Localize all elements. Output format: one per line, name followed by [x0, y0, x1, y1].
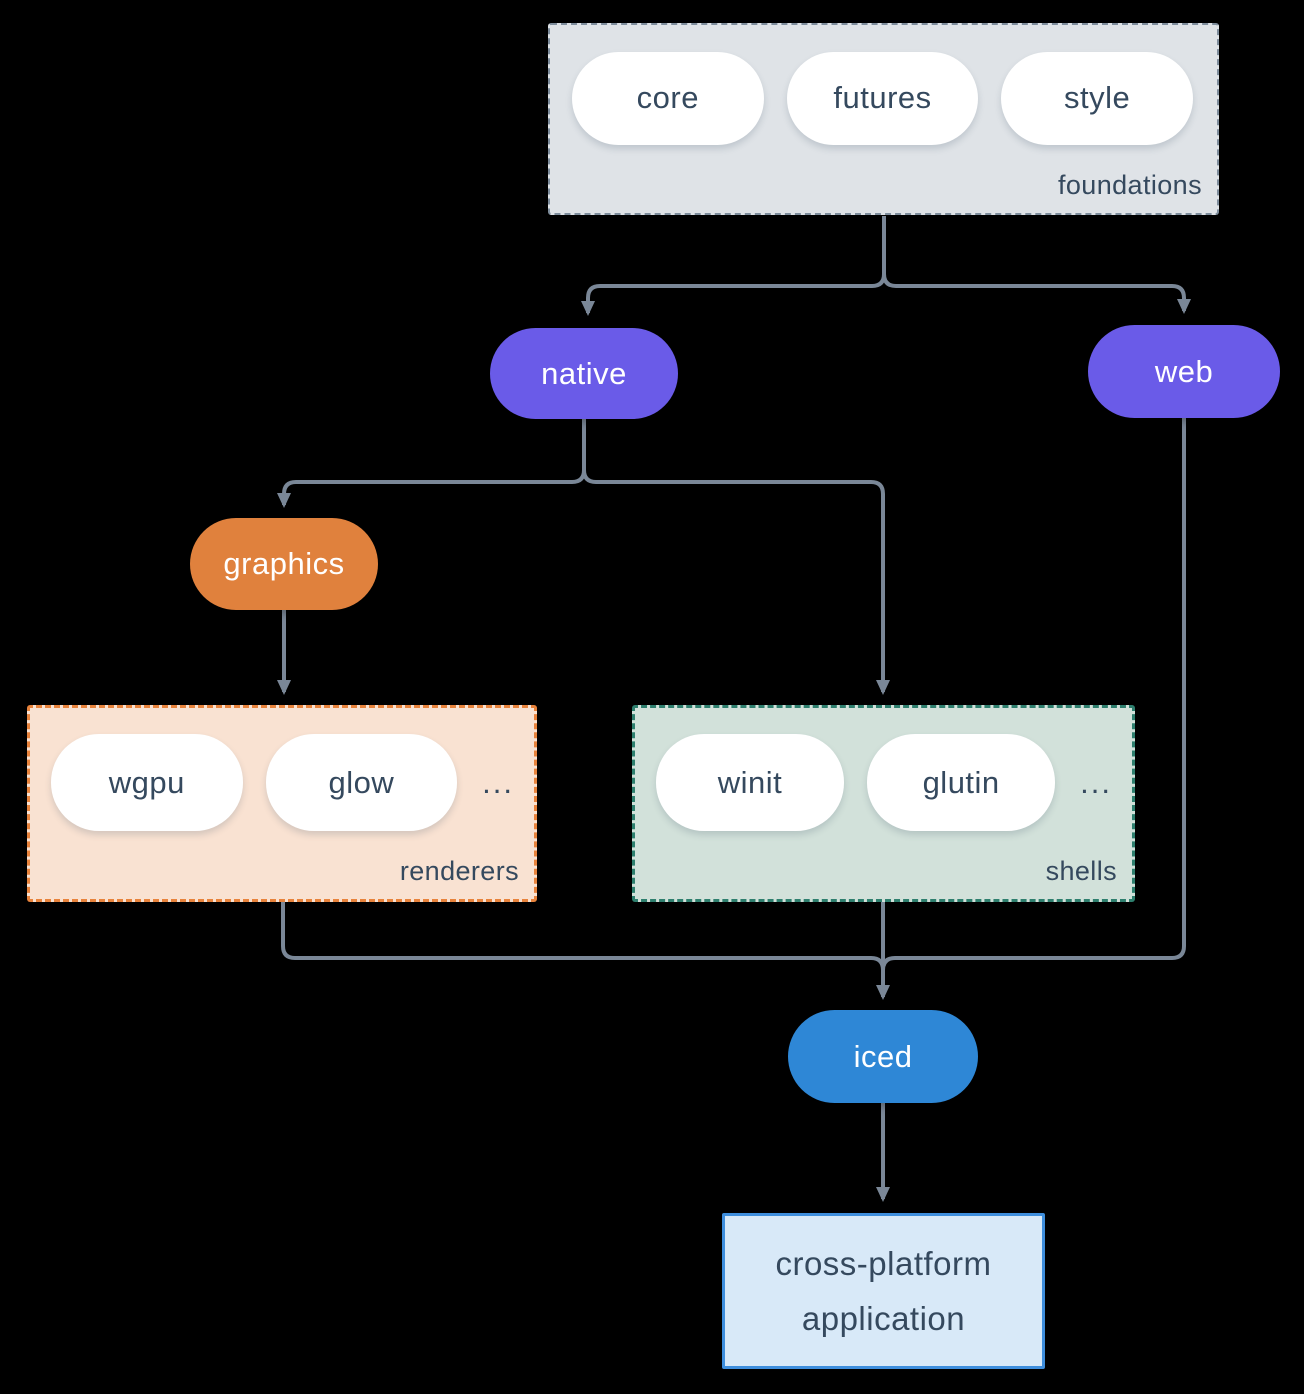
graphics-node-label: graphics — [223, 546, 345, 581]
foundations-group: core futures style foundations — [548, 23, 1219, 215]
pill-glutin-label: glutin — [922, 764, 1000, 800]
native-node-label: native — [541, 355, 627, 391]
connector-native-to-shells — [582, 419, 890, 695]
application-line1: cross-platform — [775, 1244, 992, 1282]
foundations-group-label: foundations — [1057, 170, 1202, 200]
iced-node: iced — [788, 1010, 978, 1103]
web-node-label: web — [1154, 353, 1214, 389]
pill-glutin: glutin — [867, 734, 1056, 831]
pill-glow-label: glow — [328, 764, 395, 800]
connector-foundations-to-native — [581, 216, 886, 316]
pill-futures-label: futures — [833, 80, 932, 115]
foundations-pill-row: core futures style — [550, 25, 1217, 213]
pill-core-label: core — [636, 80, 699, 115]
pill-wgpu-label: wgpu — [108, 764, 185, 800]
pill-style-label: style — [1064, 80, 1131, 115]
shells-ellipsis: ... — [1080, 764, 1112, 800]
shells-group-label: shells — [1045, 856, 1117, 886]
renderers-group-label: renderers — [399, 856, 519, 886]
native-node: native — [490, 328, 678, 419]
pill-winit-label: winit — [717, 764, 783, 800]
pill-winit: winit — [656, 734, 845, 831]
graphics-node: graphics — [190, 518, 378, 610]
pill-style: style — [1001, 51, 1194, 145]
application-node: cross-platform application — [722, 1213, 1045, 1369]
shells-pill-row: winit glutin ... — [635, 708, 1132, 899]
pill-wgpu: wgpu — [51, 734, 243, 831]
shells-group: winit glutin ... shells — [632, 705, 1135, 902]
connector-native-to-graphics — [277, 419, 586, 508]
pill-core: core — [572, 51, 764, 145]
renderers-pill-row: wgpu glow ... — [30, 708, 534, 899]
web-node: web — [1088, 325, 1280, 418]
pill-futures: futures — [786, 51, 979, 145]
connector-foundations-to-web — [882, 216, 1191, 314]
connector-renderers-to-merge — [281, 902, 885, 971]
application-line2: application — [801, 1300, 966, 1337]
renderers-ellipsis: ... — [482, 764, 514, 800]
iced-node-label: iced — [853, 1038, 913, 1074]
pill-glow: glow — [265, 734, 458, 831]
renderers-group: wgpu glow ... renderers — [27, 705, 537, 902]
